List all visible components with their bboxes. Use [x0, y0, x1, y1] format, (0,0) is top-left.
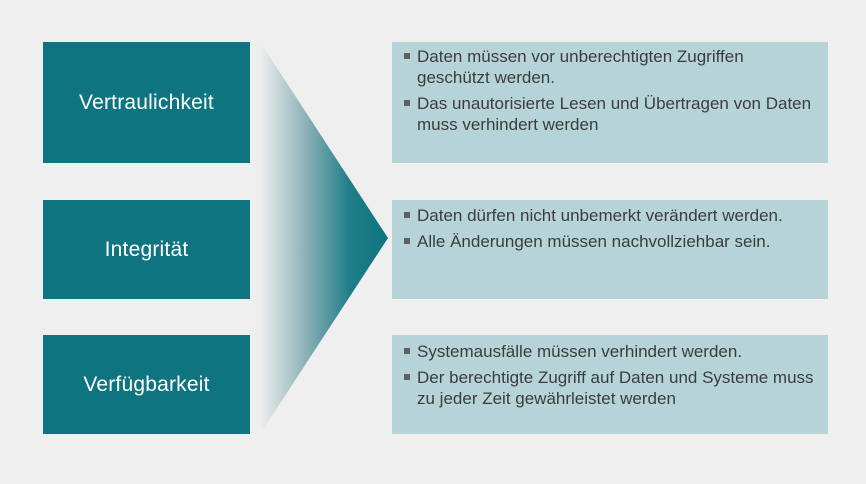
- detail-card-vertraulichkeit: Daten müssen vor unberechtigten Zugriffe…: [392, 42, 828, 163]
- square-bullet-icon: [404, 348, 410, 354]
- list-item: Daten dürfen nicht unbemerkt verändert w…: [404, 205, 818, 226]
- list-item-text: Daten müssen vor unberechtigten Zugriffe…: [417, 47, 744, 87]
- list-item-text: Das unautorisierte Lesen und Übertragen …: [417, 94, 812, 134]
- square-bullet-icon: [404, 374, 410, 380]
- list-item: Alle Änderungen müssen nachvollziehbar s…: [404, 231, 818, 252]
- list-item: Der berechtigte Zugriff auf Daten und Sy…: [404, 367, 818, 409]
- connector-arrow: [260, 42, 388, 434]
- arrow-shape: [260, 42, 388, 434]
- bullet-list: Systemausfälle müssen verhindert werden.…: [404, 341, 818, 409]
- bullet-list: Daten müssen vor unberechtigten Zugriffe…: [404, 46, 818, 135]
- bullet-list: Daten dürfen nicht unbemerkt verändert w…: [404, 205, 818, 252]
- list-item-text: Alle Änderungen müssen nachvollziehbar s…: [417, 232, 771, 251]
- list-item-text: Daten dürfen nicht unbemerkt verändert w…: [417, 206, 783, 225]
- list-item: Daten müssen vor unberechtigten Zugriffe…: [404, 46, 818, 88]
- pillar-label: Vertraulichkeit: [79, 90, 214, 114]
- detail-card-verfuegbarkeit: Systemausfälle müssen verhindert werden.…: [392, 335, 828, 434]
- pillar-label: Verfügbarkeit: [83, 372, 210, 396]
- pillar-verfuegbarkeit: Verfügbarkeit: [43, 335, 250, 434]
- pillar-vertraulichkeit: Vertraulichkeit: [43, 42, 250, 163]
- list-item-text: Der berechtigte Zugriff auf Daten und Sy…: [417, 368, 814, 408]
- list-item: Das unautorisierte Lesen und Übertragen …: [404, 93, 818, 135]
- square-bullet-icon: [404, 53, 410, 59]
- square-bullet-icon: [404, 238, 410, 244]
- pillar-label: Integrität: [104, 237, 189, 261]
- pillar-integritaet: Integrität: [43, 200, 250, 299]
- square-bullet-icon: [404, 212, 410, 218]
- detail-card-integritaet: Daten dürfen nicht unbemerkt verändert w…: [392, 200, 828, 299]
- list-item-text: Systemausfälle müssen verhindert werden.: [417, 342, 743, 361]
- list-item: Systemausfälle müssen verhindert werden.: [404, 341, 818, 362]
- square-bullet-icon: [404, 100, 410, 106]
